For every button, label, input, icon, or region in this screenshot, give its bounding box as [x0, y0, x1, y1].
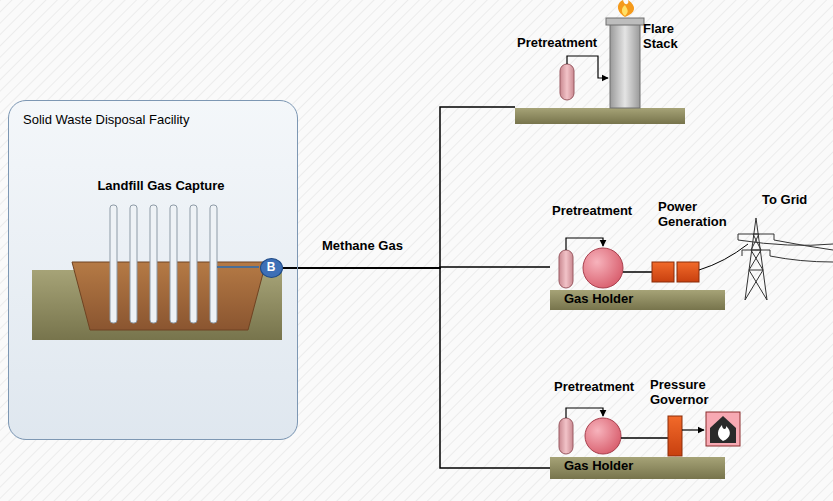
valve-letter: B	[261, 261, 281, 275]
section-heading: Landfill Gas Capture	[41, 179, 281, 194]
facility-title: Solid Waste Disposal Facility	[23, 113, 263, 128]
power-unit: Pretreatment Power GenerationGas Holder	[550, 198, 735, 312]
equipment-label: Pretreatment	[552, 204, 642, 219]
grid-label: To Grid	[762, 193, 807, 208]
ground-label: Gas Holder	[564, 459, 654, 474]
gas-pipe	[283, 268, 550, 468]
ground-label: Gas Holder	[564, 292, 654, 307]
pipe-label: Methane Gas	[322, 239, 403, 254]
valve-circle: B	[260, 258, 283, 278]
equipment-label: Power Generation	[658, 200, 732, 230]
gas-pipe	[283, 107, 515, 268]
town-gas-unit: Pretreatment Pressure GovernorGas Holder	[550, 376, 735, 481]
equipment-label: Flare Stack	[643, 22, 689, 52]
landfill-heading: Landfill Gas Capture	[41, 173, 283, 203]
equipment-label: Pressure Governor	[650, 378, 732, 408]
equipment-label: Pretreatment	[517, 36, 607, 51]
flare-unit: Pretreatment Flare Stack	[515, 18, 691, 110]
equipment-label: Pretreatment	[554, 380, 644, 395]
facility-box: Solid Waste Disposal FacilityLandfill Ga…	[8, 100, 298, 440]
